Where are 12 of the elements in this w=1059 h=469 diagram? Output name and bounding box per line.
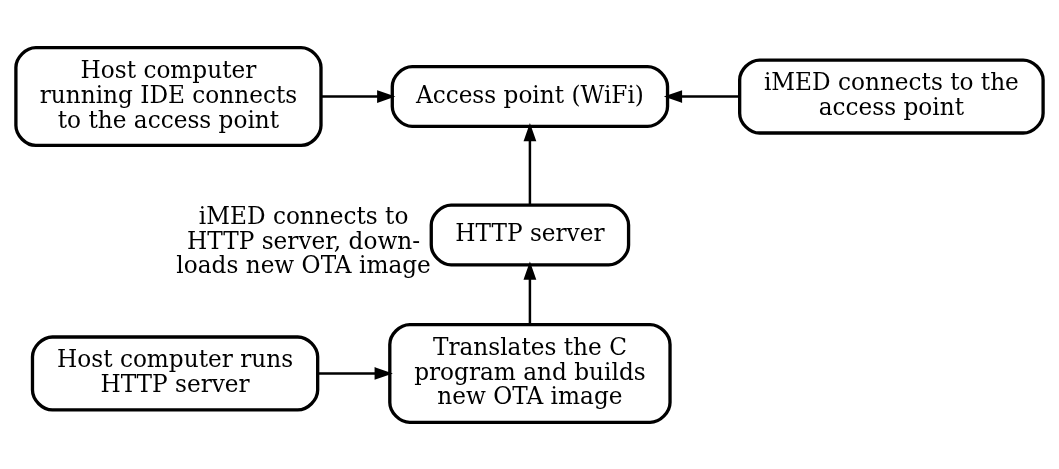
node-label: iMED connects to HTTP server, down-loads new OTA image (176, 201, 431, 278)
arrow (321, 89, 396, 103)
arrow (317, 366, 393, 380)
arrow (523, 260, 537, 325)
node-box: Access point (WiFi) (390, 64, 670, 128)
arrow (523, 122, 537, 205)
arrow (663, 89, 740, 103)
node-box: HTTP server (429, 203, 631, 266)
node-box: iMED connects to the access point (738, 57, 1045, 135)
node-box: Translates the C program and builds new OTA image (388, 322, 672, 424)
node-box: Host computer running IDE connects to the access point (14, 45, 323, 147)
node-box: Host computer runs HTTP server (30, 334, 320, 412)
